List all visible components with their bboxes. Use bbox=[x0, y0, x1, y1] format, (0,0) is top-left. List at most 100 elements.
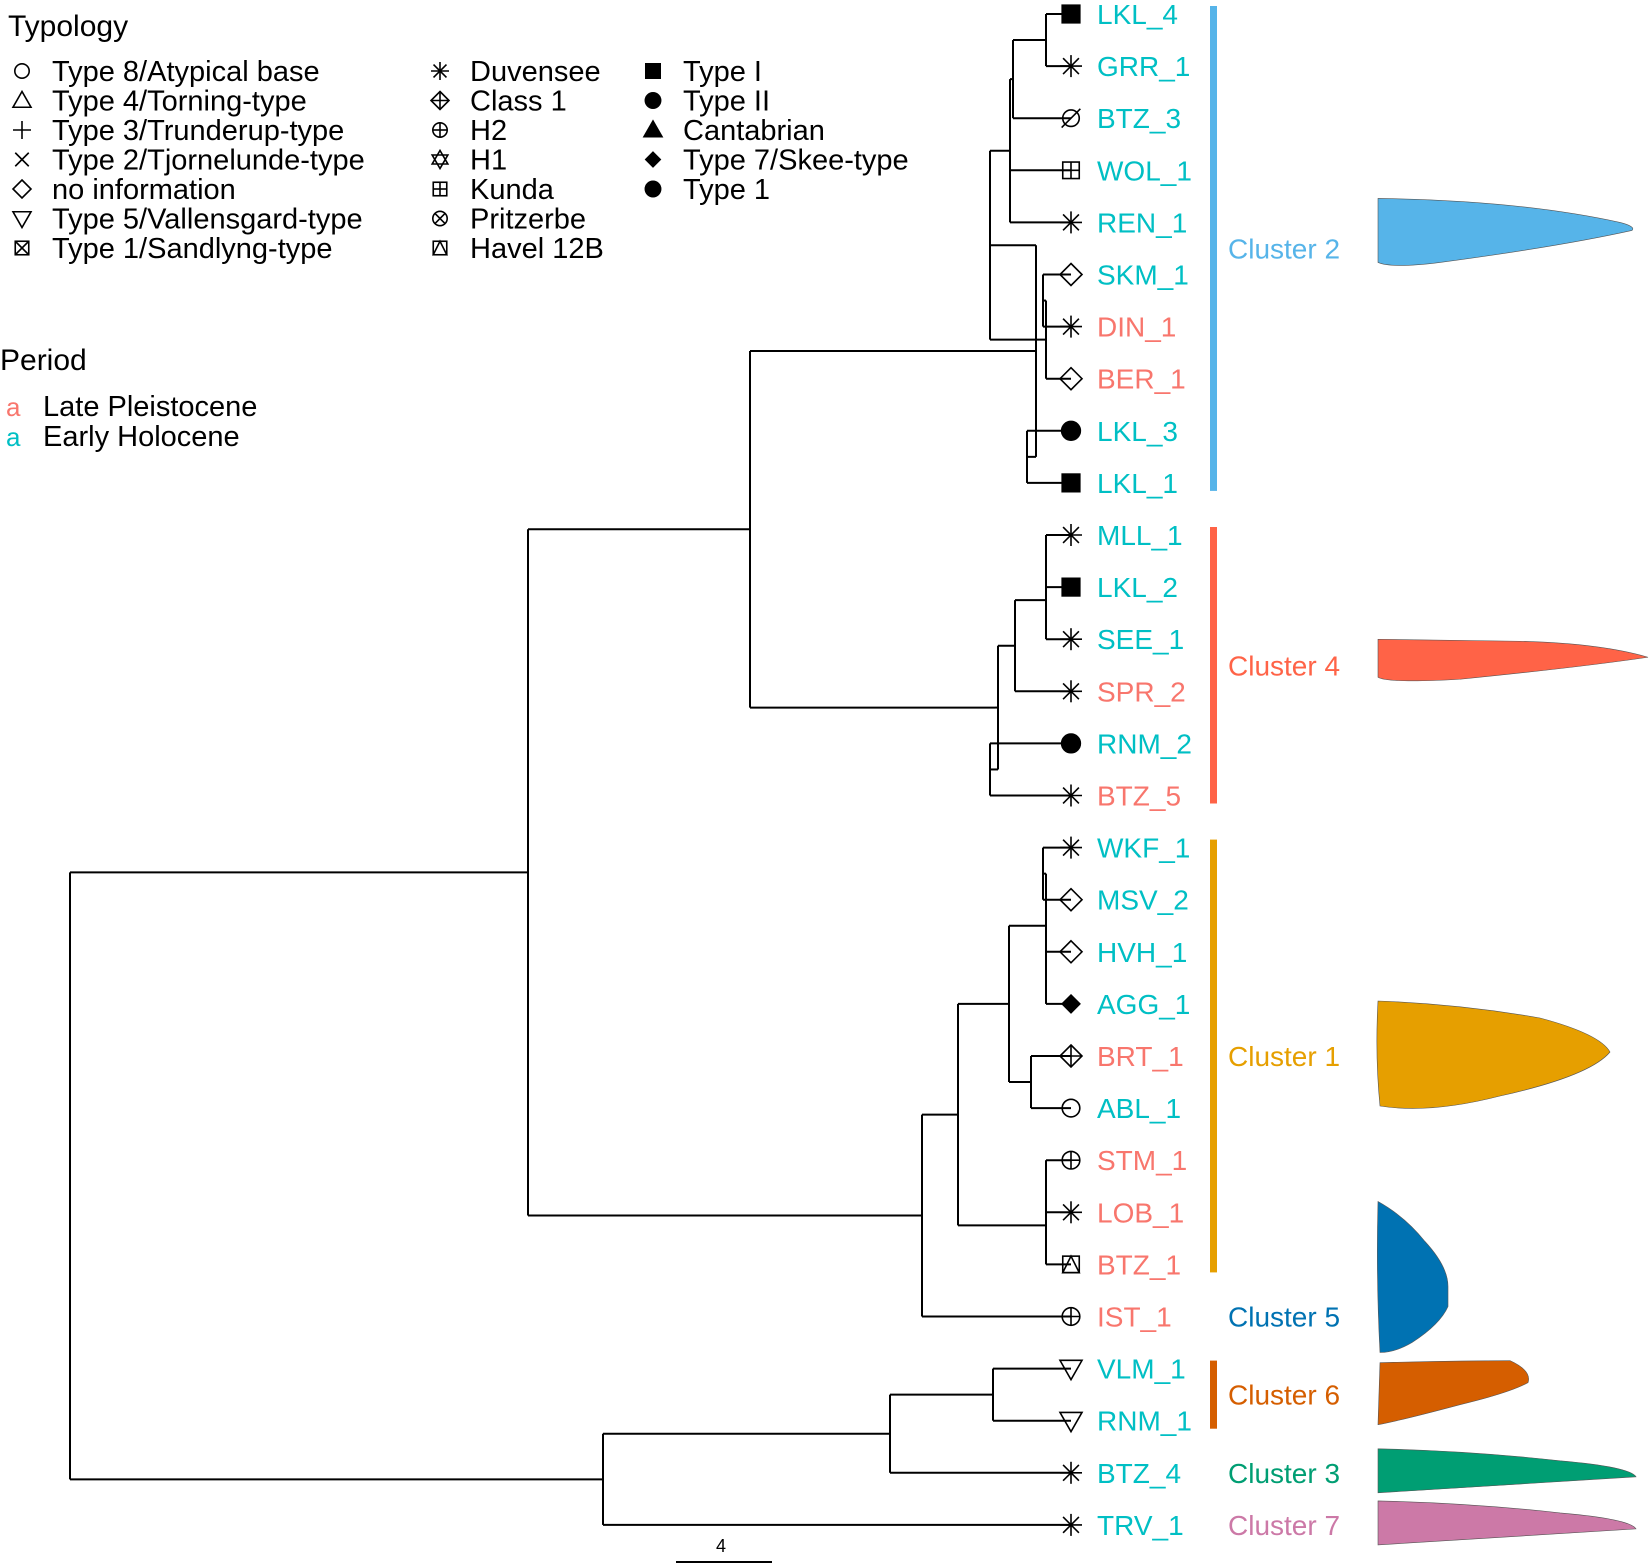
legend-box-plus-icon bbox=[432, 181, 448, 197]
legend-item-label: Pritzerbe bbox=[470, 204, 586, 236]
cluster-bar bbox=[1210, 527, 1217, 804]
legend-item: Cantabrian bbox=[642, 115, 825, 147]
tip-label: BTZ_4 bbox=[1097, 1458, 1181, 1489]
legend-item-label: Duvensee bbox=[470, 56, 601, 88]
legend-item: no information bbox=[11, 174, 236, 206]
tip-label: BTZ_5 bbox=[1097, 781, 1181, 812]
tip-filled-square-icon bbox=[1061, 4, 1081, 24]
legend-filled-circle-icon bbox=[644, 92, 662, 109]
tip-label: LKL_4 bbox=[1097, 0, 1178, 30]
tip-filled-square-icon bbox=[1061, 577, 1081, 597]
tip-label: AGG_1 bbox=[1097, 989, 1190, 1020]
legend-filled-square-icon bbox=[644, 62, 661, 79]
scale-bar: 4 bbox=[676, 1536, 772, 1563]
cluster-label: Cluster 6 bbox=[1228, 1380, 1340, 1411]
tip-asterisk-icon bbox=[1060, 1513, 1082, 1536]
legend-item: Class 1 bbox=[429, 86, 567, 118]
legend-filled-triangle-icon bbox=[642, 119, 664, 138]
tip-open-down-triangle-icon bbox=[1058, 1411, 1084, 1434]
legend-item-label: no information bbox=[52, 174, 236, 206]
legend-plus-icon bbox=[13, 121, 31, 139]
legend-item: Pritzerbe bbox=[431, 204, 586, 236]
tip-open-diamond-icon bbox=[1058, 887, 1084, 912]
tip-label: REN_1 bbox=[1097, 207, 1187, 238]
tip-label: LKL_1 bbox=[1097, 468, 1178, 499]
tip-asterisk-icon bbox=[1060, 55, 1082, 78]
cluster-label: Cluster 1 bbox=[1228, 1041, 1340, 1072]
cluster-label: Cluster 5 bbox=[1228, 1302, 1340, 1333]
tip-asterisk-icon bbox=[1060, 211, 1082, 234]
legend-circle-plus-icon bbox=[431, 122, 448, 139]
tip-label: STM_1 bbox=[1097, 1145, 1187, 1176]
cluster-shape-silhouette bbox=[1377, 1500, 1637, 1546]
tip-label: BTZ_3 bbox=[1097, 103, 1181, 134]
legend-item-label: Type 1 bbox=[683, 174, 770, 206]
tip-label: DIN_1 bbox=[1097, 312, 1176, 343]
tip-box-plus-icon bbox=[1061, 161, 1081, 180]
period-label: Early Holocene bbox=[43, 421, 240, 453]
tip-label: LOB_1 bbox=[1097, 1197, 1184, 1228]
legend-item: Type 5/Vallensgard-type bbox=[11, 204, 363, 236]
tip-label: GRR_1 bbox=[1097, 51, 1190, 82]
legend-item-label: Type 4/Torning-type bbox=[52, 86, 307, 118]
legend-item-label: Havel 12B bbox=[470, 233, 604, 265]
tip-label: HVH_1 bbox=[1097, 937, 1187, 968]
cluster-shape-silhouette bbox=[1377, 1200, 1449, 1353]
legend-item-label: Type 5/Vallensgard-type bbox=[52, 204, 363, 236]
tip-label: SPR_2 bbox=[1097, 676, 1186, 707]
tip-label: MLL_1 bbox=[1097, 520, 1183, 551]
tip-filled-circle-icon bbox=[1060, 420, 1082, 441]
tip-label: WKF_1 bbox=[1097, 833, 1190, 864]
legend-filled-diamond-icon bbox=[644, 151, 662, 168]
tip-label: SEE_1 bbox=[1097, 624, 1184, 655]
tip-circle-plus-icon bbox=[1061, 1306, 1081, 1327]
typology-legend-title: Typology bbox=[8, 10, 128, 43]
tip-label: VLM_1 bbox=[1097, 1354, 1186, 1385]
legend-circle-x-icon bbox=[431, 210, 448, 227]
period-legend-title: Period bbox=[0, 344, 87, 377]
scale-bar-label: 4 bbox=[716, 1536, 726, 1556]
tip-label: ABL_1 bbox=[1097, 1093, 1181, 1124]
tip-label: MSV_2 bbox=[1097, 885, 1189, 916]
legend-item: H2 bbox=[431, 115, 507, 147]
legend-item: Type 2/Tjornelunde-type bbox=[14, 145, 365, 177]
tip-label: BTZ_1 bbox=[1097, 1249, 1181, 1280]
tip-box-triangle-icon bbox=[1061, 1254, 1081, 1274]
cluster-label: Cluster 2 bbox=[1228, 233, 1340, 264]
legend-item: Kunda bbox=[432, 174, 555, 206]
tip-asterisk-icon bbox=[1060, 1461, 1082, 1484]
cluster-shape-silhouette bbox=[1377, 198, 1634, 266]
cluster-label: Cluster 3 bbox=[1228, 1458, 1340, 1489]
tip-open-diamond-icon bbox=[1058, 366, 1084, 391]
tip-filled-circle-icon bbox=[1060, 733, 1082, 754]
legend-star-of-david-icon bbox=[430, 148, 450, 171]
tip-filled-square-icon bbox=[1061, 473, 1081, 493]
tip-label: LKL_2 bbox=[1097, 572, 1178, 603]
legend-item-label: Type 8/Atypical base bbox=[52, 56, 320, 88]
legend-item: Type I bbox=[644, 56, 762, 88]
cluster-shape-silhouette bbox=[1377, 1360, 1529, 1426]
tip-diamond-plus-icon bbox=[1058, 1043, 1084, 1069]
tip-label: RNM_1 bbox=[1097, 1406, 1192, 1437]
cluster-bar bbox=[1210, 839, 1217, 1273]
legend-open-down-triangle-icon bbox=[11, 210, 33, 230]
legend-item-label: Cantabrian bbox=[683, 115, 825, 147]
tip-open-diamond-icon bbox=[1058, 939, 1084, 964]
legend-item-label: Type 2/Tjornelunde-type bbox=[52, 145, 365, 177]
legend-box-x-icon bbox=[14, 240, 30, 256]
legend-item-label: Type 7/Skee-type bbox=[683, 145, 909, 177]
tip-label: IST_1 bbox=[1097, 1302, 1172, 1333]
legend-item: Duvensee bbox=[431, 56, 601, 88]
cluster-shape-silhouette bbox=[1377, 1448, 1637, 1494]
period-key: a bbox=[6, 392, 21, 422]
legend-item-label: Type 1/Sandlyng-type bbox=[52, 233, 333, 265]
cluster-bar bbox=[1210, 1360, 1217, 1429]
legend-item: Type 7/Skee-type bbox=[644, 145, 909, 177]
tip-slashed-circle-icon bbox=[1061, 108, 1081, 129]
tip-asterisk-icon bbox=[1060, 1201, 1082, 1224]
tip-labels: LKL_4GRR_1BTZ_3WOL_1REN_1SKM_1DIN_1BER_1… bbox=[1097, 0, 1192, 1541]
tip-asterisk-icon bbox=[1060, 784, 1082, 807]
tip-asterisk-icon bbox=[1060, 628, 1082, 651]
tip-asterisk-icon bbox=[1060, 524, 1082, 546]
